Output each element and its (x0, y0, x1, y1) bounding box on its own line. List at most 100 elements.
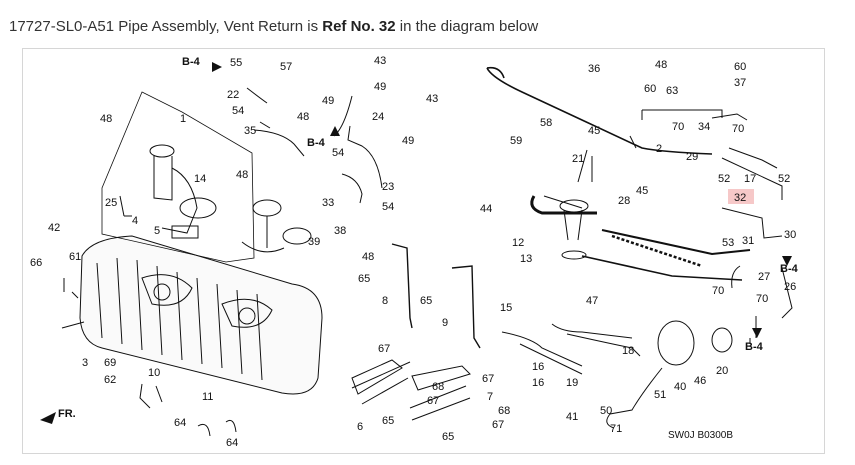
callout: 48 (297, 111, 309, 123)
callout: 27 (758, 271, 770, 283)
callout: 31 (742, 235, 754, 247)
callout: 58 (540, 117, 552, 129)
diagram-code: SW0J B0300B (668, 430, 733, 441)
callout: 6 (357, 421, 363, 433)
callout: 43 (426, 93, 438, 105)
callout: 19 (566, 377, 578, 389)
fuel-tank-drawing (79, 235, 323, 395)
callout: 9 (442, 317, 448, 329)
callout: 40 (674, 381, 686, 393)
callout: 5 (154, 225, 160, 237)
callout: 60 (734, 61, 746, 73)
callout: 16 (532, 361, 544, 373)
callout: 64 (174, 417, 186, 429)
fuel-gauge-drawing (241, 199, 312, 253)
callout: 65 (442, 431, 454, 443)
callout: 7 (487, 391, 493, 403)
callout: 54 (382, 201, 394, 213)
callout: 71 (610, 423, 622, 435)
callout: 11 (202, 391, 213, 403)
callout: 23 (382, 181, 394, 193)
part-reference-caption: 17727-SL0-A51 Pipe Assembly, Vent Return… (9, 18, 538, 35)
callout: 57 (280, 61, 292, 73)
callout: 67 (492, 419, 504, 431)
callout: 14 (194, 173, 206, 185)
callout: 47 (586, 295, 598, 307)
callout: 48 (655, 59, 667, 71)
callout: 21 (572, 153, 584, 165)
callout: 61 (69, 251, 81, 263)
callout: 59 (510, 135, 522, 147)
callout: 67 (427, 395, 439, 407)
callout: 18 (622, 345, 634, 357)
callout: 49 (402, 135, 414, 147)
callout: 24 (372, 111, 384, 123)
callout: 65 (358, 273, 370, 285)
callout: 26 (784, 281, 796, 293)
part-number-text: 17727-SL0-A51 Pipe Assembly, Vent Return… (9, 18, 323, 35)
callout: 70 (732, 123, 744, 135)
callout: 37 (734, 77, 746, 89)
callout: 45 (636, 185, 648, 197)
callout: 30 (784, 229, 796, 241)
callout: 62 (104, 374, 116, 386)
callout: 12 (512, 237, 524, 249)
callout: 29 (686, 151, 698, 163)
callout: 13 (520, 253, 532, 265)
direction-arrows (40, 62, 792, 424)
callout: 67 (482, 373, 494, 385)
callout: 65 (382, 415, 394, 427)
callout: 48 (236, 169, 248, 181)
callout: 70 (672, 121, 684, 133)
ref-number-text: Ref No. 32 (322, 18, 396, 35)
callout: 28 (618, 195, 630, 207)
callout: 66 (30, 257, 42, 269)
callout: 52 (778, 173, 790, 185)
callout: 54 (332, 147, 344, 159)
front-direction-label: FR. (58, 408, 76, 420)
callout: 45 (588, 125, 600, 137)
callout: 20 (716, 365, 728, 377)
ref-32-highlight (728, 189, 754, 204)
callout: 1 (180, 113, 186, 125)
callout: 54 (232, 105, 244, 117)
caption-suffix-text: in the diagram below (395, 18, 539, 35)
callout: 4 (132, 215, 138, 227)
callout: 39 (308, 236, 320, 248)
b4-label: B-4 (780, 263, 799, 275)
callout: 25 (105, 197, 117, 209)
callout: 50 (600, 405, 612, 417)
callout: 67 (378, 343, 390, 355)
callout: 55 (230, 57, 242, 69)
b4-label: B-4 (182, 56, 201, 68)
callout: 17 (744, 173, 756, 185)
callout: 46 (694, 375, 706, 387)
callout: 68 (498, 405, 510, 417)
callout: 35 (244, 125, 256, 137)
callout: 41 (566, 411, 578, 423)
callout: 15 (500, 302, 512, 314)
callout: 2 (656, 143, 662, 155)
callout: 3 (82, 357, 88, 369)
b4-label: B-4 (745, 341, 764, 353)
callout-labels: B-4 B-4 B-4 B-4 55 57 43 22 49 43 54 35 … (30, 55, 799, 449)
callout: 22 (227, 89, 239, 101)
callout: 65 (420, 295, 432, 307)
callout: 64 (226, 437, 238, 449)
callout: 36 (588, 63, 600, 75)
callout: 70 (756, 293, 768, 305)
callout: 33 (322, 197, 334, 209)
callout: 53 (722, 237, 734, 249)
b4-label: B-4 (307, 137, 326, 149)
callout: 49 (322, 95, 334, 107)
callout: 52 (718, 173, 730, 185)
callout: 38 (334, 225, 346, 237)
callout: 69 (104, 357, 116, 369)
callout: 34 (698, 121, 710, 133)
callout: 43 (374, 55, 386, 67)
callout: 44 (480, 203, 492, 215)
callout: 60 (644, 83, 656, 95)
parts-diagram: B-4 B-4 B-4 B-4 55 57 43 22 49 43 54 35 … (30, 55, 799, 449)
callout: 68 (432, 381, 444, 393)
callout: 16 (532, 377, 544, 389)
